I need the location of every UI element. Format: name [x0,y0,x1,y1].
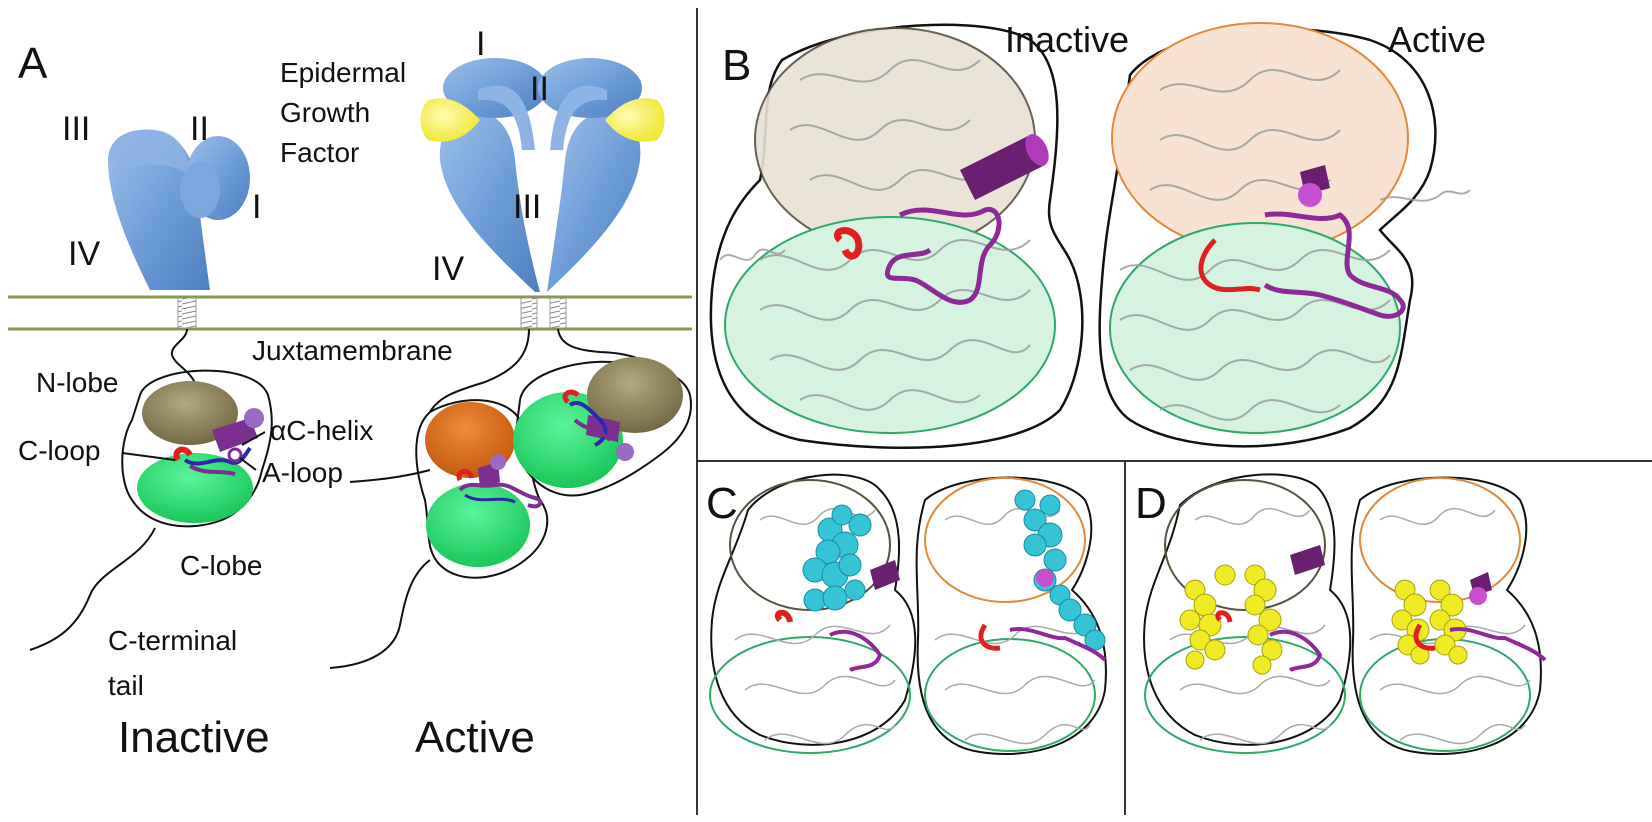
panel-d-inactive-structure [1143,473,1352,754]
active-extracellular-dimer [420,58,673,413]
panel-a: A III II I IV [8,25,692,762]
active-kinase-structure [1098,22,1471,448]
domain-label-ii-active: II [530,70,549,108]
active-c-lobe-outline [1109,222,1401,434]
panel-d: D [1135,473,1547,755]
panel-label-c: C [706,479,738,528]
n-lobe-shape [142,381,238,445]
domain-label-iii-active: III [513,188,541,226]
ligand-label-line-2: Growth [280,97,370,128]
panel-d-inactive-yellow-surface [1179,564,1283,675]
cell-membrane [8,295,692,331]
active-n-lobe-olive [587,357,683,433]
panel-c-inactive-cyan-surface [802,504,872,612]
c-loop-label: C-loop [18,435,100,466]
inactive-kinase [29,369,273,651]
ligand-label-line-3: Factor [280,137,359,168]
panel-d-active-yellow-surface [1391,579,1468,665]
panel-label-b: B [722,41,751,90]
panel-c-active-structure [915,476,1107,755]
active-ribbons [1119,69,1471,421]
inactive-c-lobe-outline [724,216,1056,434]
n-lobe-label: N-lobe [36,367,118,398]
c-terminal-label-line-2: tail [108,670,144,701]
panel-d-active-structure [1350,476,1547,755]
active-kinase-dimer [329,357,692,669]
panel-c-active-cyan-surface [1014,489,1106,651]
panel-b-active-label: Active [1388,19,1486,60]
ac-helix-label: αC-helix [270,415,373,446]
a-loop-label: A-loop [262,457,343,488]
inactive-ac-helix [960,134,1049,200]
state-label-inactive: Inactive [118,713,270,762]
state-label-active: Active [415,713,535,762]
active-c-lobe-shape-left [426,483,530,567]
panel-c-inactive-structure [709,473,917,754]
panel-b: B Inactive Active [709,19,1486,449]
active-ac-helix [1298,165,1330,207]
inactive-extracellular-domain [108,129,250,386]
panel-c: C [706,473,1107,755]
active-c-loop [1198,238,1261,293]
panel-label-d: D [1135,479,1167,528]
inactive-c-loop [834,227,863,260]
inactive-kinase-structure [709,23,1084,449]
c-lobe-label: C-lobe [180,550,262,581]
inactive-ribbons [719,59,1031,411]
panel-b-inactive-label: Inactive [1005,19,1129,60]
panel-dividers [696,8,1652,815]
domain-label-iv-active: IV [432,250,464,288]
active-a-loop [1263,211,1406,319]
panel-label-a: A [18,39,48,88]
ligand-label-line-1: Epidermal [280,57,406,88]
domain-label-i-inactive: I [252,188,261,226]
active-n-lobe-outline [1111,22,1409,254]
domain-label-ii-inactive: II [190,110,209,148]
inactive-a-loop [885,206,1002,305]
juxtamembrane-label: Juxtamembrane [252,335,453,366]
c-terminal-label-line-1: C-terminal [108,625,237,656]
domain-label-iv-inactive: IV [68,235,100,273]
domain-label-iii-inactive: III [62,110,90,148]
domain-label-i-active: I [476,25,485,63]
